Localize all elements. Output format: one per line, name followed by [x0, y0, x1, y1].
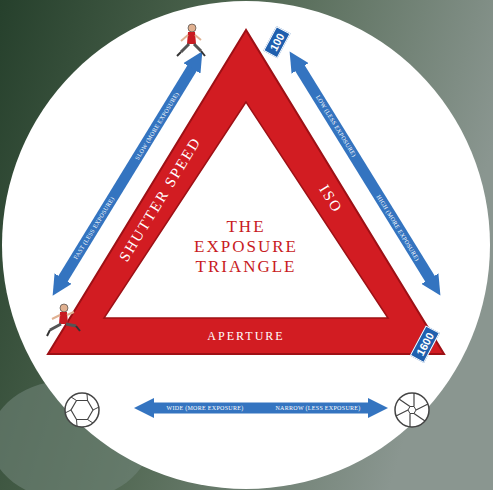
diagram-title: THE EXPOSURE TRIANGLE [190, 217, 302, 277]
band-label: APERTURE [207, 329, 284, 344]
triangle-outer [48, 30, 444, 354]
band-label: ISO [316, 182, 346, 217]
aperture-wide-icon [65, 393, 99, 427]
iso-arrow [298, 65, 432, 282]
aperture-arrow [150, 403, 372, 414]
aperture-narrow-icon [395, 393, 429, 427]
arrow-label: NARROW (LESS EXPOSURE) [275, 404, 360, 412]
arrow-label: WIDE (MORE EXPOSURE) [167, 404, 244, 412]
aperture-band: APERTURE [116, 320, 376, 352]
runner-fast [47, 304, 80, 336]
runner-slow [177, 24, 205, 56]
